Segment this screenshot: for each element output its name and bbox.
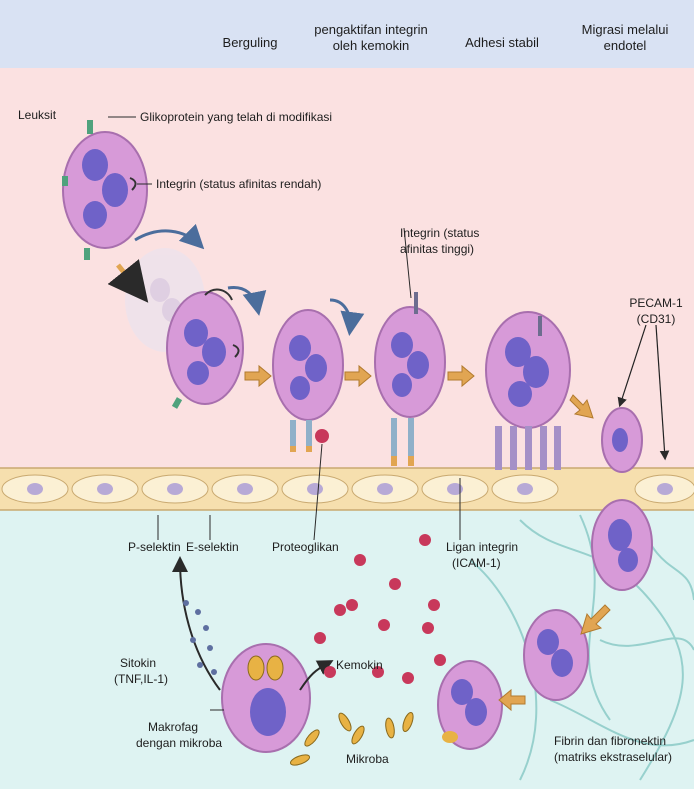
header-step-rolling: Berguling xyxy=(215,35,285,51)
label-proteoglycan: Proteoglikan xyxy=(272,540,339,554)
leukocyte-tissue-2 xyxy=(438,661,502,749)
header-step-activation-line2: oleh kemokin xyxy=(306,38,436,54)
endothelium-layer xyxy=(0,468,694,510)
label-pecam-line1: PECAM-1 xyxy=(620,296,692,310)
label-integrin-ligand-line1: Ligan integrin xyxy=(446,540,518,554)
header-step-migration-line1: Migrasi melalui xyxy=(560,22,690,38)
leukocyte-stable-adhesion xyxy=(486,312,570,470)
label-cytokine-line1: Sitokin xyxy=(120,656,156,670)
label-macrophage-line2: dengan mikroba xyxy=(136,736,222,750)
label-macrophage-line1: Makrofag xyxy=(148,720,198,734)
label-modified-glycoprotein: Glikoprotein yang telah di modifikasi xyxy=(140,110,332,124)
label-pecam-line2: (CD31) xyxy=(620,312,692,326)
label-cytokine-line2: (TNF,IL-1) xyxy=(114,672,168,686)
label-fibrin-line2: (matriks ekstraselular) xyxy=(554,750,672,764)
leukocyte-tissue-1 xyxy=(524,610,588,700)
label-integrin-high-line2: afinitas tinggi) xyxy=(400,242,474,256)
macrophage xyxy=(222,644,310,752)
label-chemokine: Kemokin xyxy=(336,658,383,672)
label-fibrin-line1: Fibrin dan fibronektin xyxy=(554,734,666,748)
label-microbes: Mikroba xyxy=(346,752,389,766)
label-integrin-high-line1: Integrin (status xyxy=(400,226,479,240)
header-step-migration-line2: endotel xyxy=(560,38,690,54)
label-integrin-low: Integrin (status afinitas rendah) xyxy=(156,177,321,191)
label-p-selectin: P-selektin xyxy=(128,540,181,554)
label-e-selectin: E-selektin xyxy=(186,540,239,554)
label-leukocyte: Leuksit xyxy=(18,108,56,122)
header-step-activation-line1: pengaktifan integrin xyxy=(306,22,436,38)
header-step-adhesion: Adhesi stabil xyxy=(452,35,552,51)
label-integrin-ligand-line2: (ICAM-1) xyxy=(452,556,501,570)
